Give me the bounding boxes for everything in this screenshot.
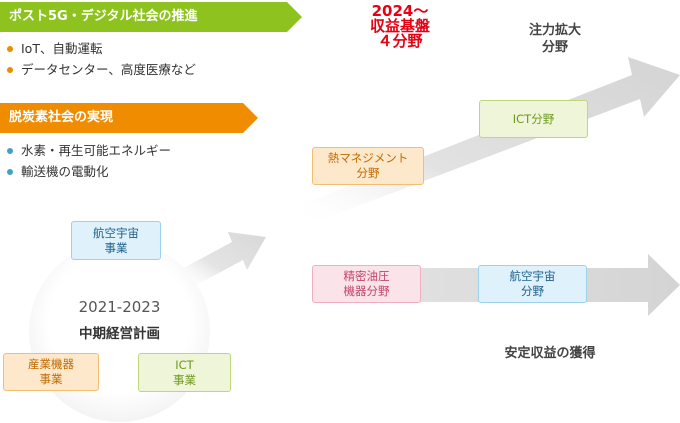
list-item: 水素・再生可能エネルギー <box>7 140 171 161</box>
list-item: データセンター、高度医療など <box>7 59 196 80</box>
post5g-bullet-list: IoT、自動運転 データセンター、高度医療など <box>7 38 196 80</box>
thermal-management-box: 熱マネジメント 分野 <box>312 147 424 185</box>
bullet-dot-icon <box>7 66 13 73</box>
stable-label: 安定収益の獲得 <box>504 346 596 361</box>
bullet-dot-icon <box>7 45 13 52</box>
plan-industrial-box: 産業機器 事業 <box>3 353 99 391</box>
target-ict-box: ICT分野 <box>479 100 588 138</box>
small-growth-arrow <box>180 232 266 288</box>
precision-hydraulics-box: 精密油圧 機器分野 <box>312 265 421 303</box>
plan-aerospace-box: 航空宇宙 事業 <box>71 221 161 260</box>
decarbon-bullet-list: 水素・再生可能エネルギー 輸送機の電動化 <box>7 140 171 182</box>
bullet-dot-icon <box>7 168 13 175</box>
bullet-dot-icon <box>7 147 13 154</box>
list-item: IoT、自動運転 <box>7 38 196 59</box>
plan-ict-box: ICT 事業 <box>138 353 231 392</box>
list-item: 輸送機の電動化 <box>7 161 171 182</box>
post5g-banner: ポスト5G・デジタル社会の推進 <box>0 2 302 32</box>
target-aerospace-box: 航空宇宙 分野 <box>478 265 587 303</box>
plan-name: 中期経営計画 <box>79 326 160 342</box>
expansion-arrow <box>300 57 680 225</box>
target-heading: 2024〜 収益基盤 ４分野 <box>369 2 430 50</box>
plan-years: 2021-2023 <box>78 298 161 316</box>
decarbon-banner: 脱炭素社会の実現 <box>0 103 258 133</box>
expansion-label: 注力拡大 分野 <box>528 23 581 55</box>
